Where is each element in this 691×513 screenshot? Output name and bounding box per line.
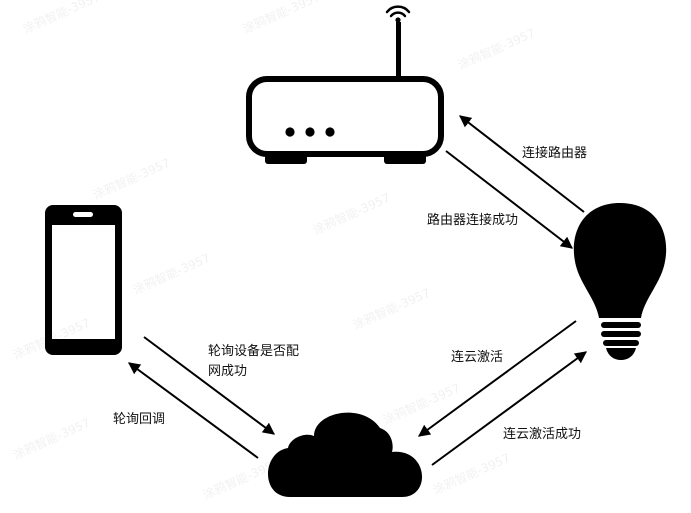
label-poll-config-line2: 网成功 xyxy=(208,364,248,379)
label-poll-config: 轮询设备是否配 网成功 xyxy=(208,342,299,382)
label-cloud-activate-success: 连云激活成功 xyxy=(503,427,582,442)
arrow-cloud-to-phone xyxy=(128,362,259,459)
arrow-bulb-to-cloud xyxy=(418,320,577,437)
lightbulb-icon xyxy=(573,203,667,360)
wifi-signal-icon xyxy=(385,5,411,23)
arrow-router-to-bulb xyxy=(445,150,573,249)
smartphone-icon xyxy=(45,205,122,355)
label-cloud-activate: 连云激活 xyxy=(451,350,504,365)
arrow-cloud-to-bulb xyxy=(431,351,587,466)
arrow-bulb-to-router xyxy=(459,115,585,213)
label-poll-callback: 轮询回调 xyxy=(113,412,166,427)
label-connect-router: 连接路由器 xyxy=(522,146,588,161)
router-icon xyxy=(246,5,444,164)
arrow-phone-to-cloud xyxy=(143,336,275,435)
cloud-icon xyxy=(268,412,423,497)
label-router-connected: 路由器连接成功 xyxy=(427,213,519,228)
label-poll-config-line1: 轮询设备是否配 xyxy=(208,344,300,359)
